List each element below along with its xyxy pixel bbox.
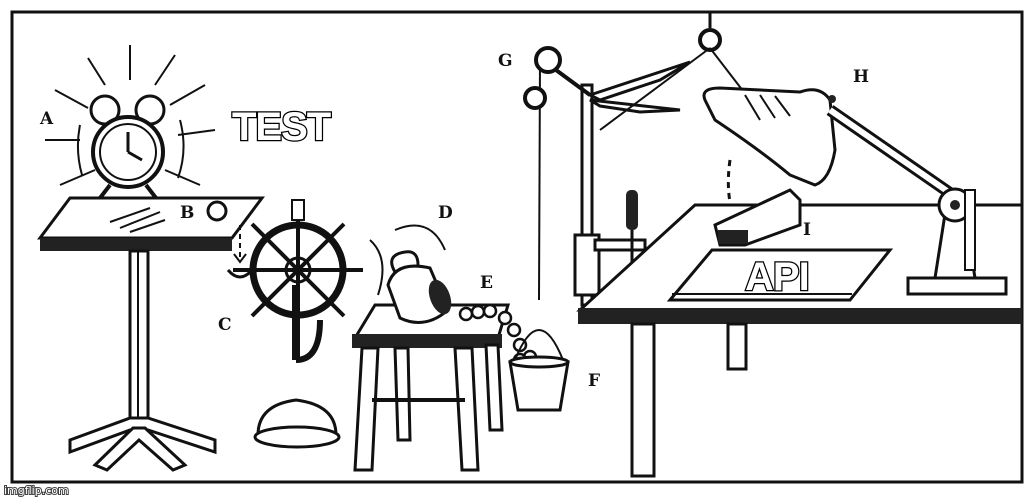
label-c: C: [218, 315, 232, 335]
label-g: G: [498, 51, 513, 71]
label-e: E: [480, 273, 493, 293]
label-h: H: [853, 67, 869, 87]
caption-stapler: API: [745, 255, 809, 299]
label-a: A: [39, 109, 54, 129]
watermark: imgflip.com: [4, 484, 69, 497]
label-i: I: [803, 220, 811, 240]
stool: [352, 303, 511, 472]
marble: [206, 200, 254, 279]
tipped-cup: [386, 224, 452, 324]
left-table: [37, 196, 265, 472]
label-d: D: [438, 203, 453, 223]
label-f: F: [588, 371, 600, 391]
kicking-boot: [702, 86, 964, 221]
ship-wheel: [233, 199, 384, 449]
label-b: B: [180, 203, 194, 223]
alarm-clock: [45, 45, 216, 200]
right-table: [576, 187, 1024, 478]
caption-top: TEST: [232, 105, 331, 149]
bucket: [508, 59, 570, 412]
